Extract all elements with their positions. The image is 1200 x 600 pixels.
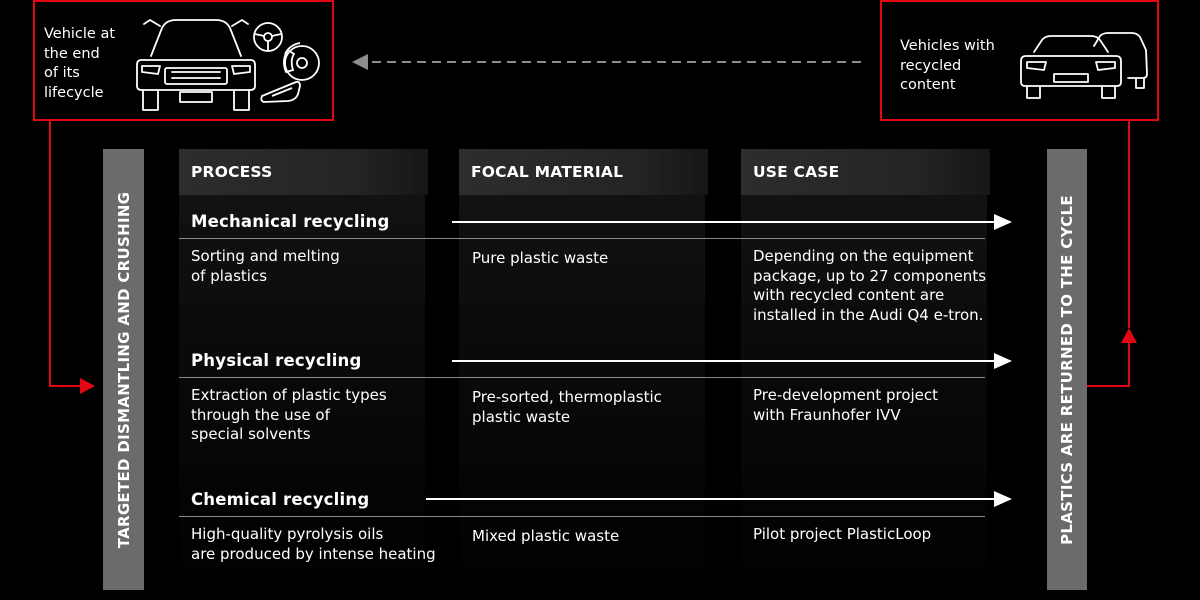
mechanical-process-text: Sorting and melting of plastics [191, 247, 340, 286]
chemical-usecase-text: Pilot project PlasticLoop [753, 525, 931, 545]
process-column-title: PROCESS [191, 163, 273, 181]
chemical-recycling-title: Chemical recycling [191, 490, 370, 509]
end-of-life-label-line: lifecycle [44, 84, 104, 101]
material-column-header: FOCAL MATERIAL [459, 149, 708, 195]
physical-usecase-line: with Fraunhofer IVV [753, 405, 901, 424]
physical-process-line: special solvents [191, 425, 311, 443]
chemical-divider [179, 516, 985, 517]
mechanical-flow-arrowhead [994, 214, 1012, 230]
end-of-life-label: Vehicle at the end of its lifecycle [44, 25, 115, 103]
chemical-flow-arrowhead [994, 491, 1012, 507]
process-column-shade [179, 195, 425, 600]
mechanical-recycling-title: Mechanical recycling [191, 212, 390, 231]
process-column-header: PROCESS [179, 149, 428, 195]
left-red-connector [49, 121, 80, 387]
end-of-life-label-line: of its [44, 65, 80, 81]
mechanical-material-text: Pure plastic waste [472, 249, 608, 269]
car-front-icon [136, 19, 256, 111]
right-red-connector [1087, 340, 1130, 387]
physical-process-text: Extraction of plastic types through the … [191, 386, 387, 445]
dismantling-bar: TARGETED DISMANTLING AND CRUSHING [103, 149, 144, 590]
chemical-usecase-line: Pilot project PlasticLoop [753, 525, 932, 543]
chemical-process-line: are produced by intense heating [191, 544, 436, 563]
steering-wheel-icon [253, 22, 283, 52]
recycled-content-label-line: recycled [900, 57, 962, 74]
mechanical-usecase-line: package, up to 27 components [753, 266, 987, 285]
recycled-content-label-line: Vehicles with [900, 38, 995, 54]
right-red-arrowhead [1121, 328, 1137, 343]
material-column-shade [459, 195, 705, 600]
mechanical-usecase-line: installed in the Audi Q4 e-tron. [753, 305, 984, 324]
recycled-content-vehicle-box: Vehicles with recycled content [880, 0, 1159, 121]
physical-material-line: Pre-sorted, thermoplastic [472, 388, 662, 406]
recycled-content-label: Vehicles with recycled content [900, 37, 995, 96]
mechanical-usecase-line: Depending on the equipment [753, 247, 974, 265]
mechanical-process-line: of plastics [191, 266, 268, 285]
mechanical-usecase-line: with recycled content are [753, 286, 945, 304]
physical-usecase-text: Pre-development project with Fraunhofer … [753, 386, 938, 425]
return-to-cycle-bar: PLASTICS ARE RETURNED TO THE CYCLE [1047, 149, 1087, 590]
mechanical-process-line: Sorting and melting [191, 247, 340, 265]
physical-usecase-line: Pre-development project [753, 386, 939, 404]
end-of-life-label-line: Vehicle at [44, 26, 116, 42]
physical-divider [179, 377, 985, 378]
usecase-column-shade [741, 195, 987, 600]
chemical-process-text: High-quality pyrolysis oils are produced… [191, 525, 436, 564]
left-red-arrowhead [80, 378, 95, 394]
chemical-material-line: Mixed plastic waste [472, 527, 620, 545]
headlight-icon [260, 80, 301, 103]
physical-process-line: through the use of [191, 405, 330, 424]
material-column-title: FOCAL MATERIAL [471, 163, 624, 181]
end-of-life-vehicle-box: Vehicle at the end of its lifecycle [33, 0, 334, 121]
mechanical-divider [179, 238, 985, 239]
end-of-life-label-line: the end [44, 45, 100, 62]
dashed-return-arrowhead [352, 54, 368, 70]
chemical-process-line: High-quality pyrolysis oils [191, 525, 384, 543]
usecase-column-header: USE CASE [741, 149, 990, 195]
cars-front-icon [1020, 32, 1148, 99]
physical-flow-arrowhead [994, 353, 1012, 369]
mechanical-usecase-text: Depending on the equipment package, up t… [753, 247, 986, 325]
mechanical-material-line: Pure plastic waste [472, 249, 609, 267]
recycled-content-label-line: content [900, 77, 956, 93]
physical-material-text: Pre-sorted, thermoplastic plastic waste [472, 388, 662, 427]
physical-material-line: plastic waste [472, 407, 571, 426]
physical-process-line: Extraction of plastic types [191, 386, 387, 404]
chemical-material-text: Mixed plastic waste [472, 527, 619, 547]
usecase-column-title: USE CASE [753, 163, 840, 181]
brake-disc-icon [283, 42, 320, 81]
physical-recycling-title: Physical recycling [191, 351, 362, 370]
